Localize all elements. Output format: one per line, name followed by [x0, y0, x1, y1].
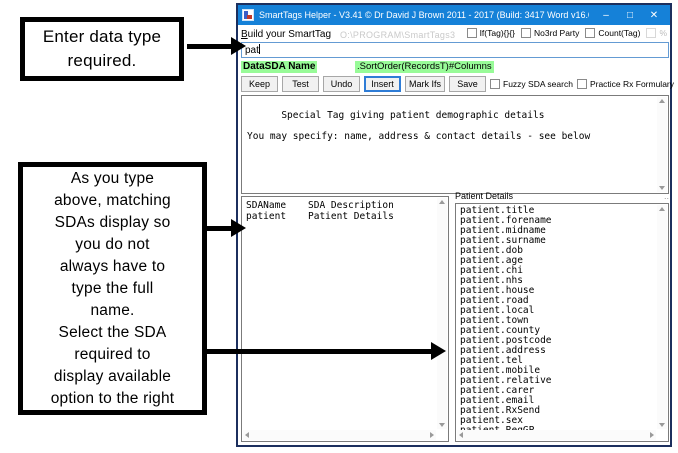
window-controls: – □ ✕: [594, 10, 666, 21]
panel-dots: ..: [663, 191, 669, 201]
patient-field-item[interactable]: patient.mobile: [460, 365, 541, 376]
mark-ifs-button[interactable]: Mark Ifs: [405, 76, 446, 92]
scroll-right-icon[interactable]: [430, 432, 434, 438]
patient-field-item[interactable]: patient.road: [460, 295, 529, 306]
text-caret: [258, 44, 260, 54]
patient-field-item[interactable]: patient.surname: [460, 235, 546, 246]
checkbox-practice-box[interactable]: [576, 79, 587, 89]
insert-button[interactable]: Insert: [364, 76, 401, 92]
toolbar: Keep Test Undo Insert Mark Ifs Save Fuzz…: [241, 75, 674, 93]
patient-field-item[interactable]: patient.RxSend: [460, 405, 541, 416]
patient-field-item[interactable]: patient.town: [460, 315, 529, 326]
scroll-down-icon[interactable]: [659, 186, 665, 190]
patient-field-item[interactable]: patient.postcode: [460, 335, 552, 346]
titlebar: SmartTags Helper - V3.41 © Dr David J Br…: [238, 5, 670, 25]
build-your-smarttag-label: Build your SmartTag: [241, 29, 332, 40]
patient-field-item[interactable]: patient.email: [460, 395, 535, 406]
scroll-up-icon[interactable]: [659, 99, 665, 103]
data-sda-name-tag: DataSDA Name: [241, 61, 318, 73]
patient-field-item[interactable]: patient.address: [460, 345, 546, 356]
arrow-to-patient-list: [205, 349, 433, 354]
test-button[interactable]: Test: [282, 76, 319, 92]
smarttags-helper-window: SmartTags Helper - V3.41 © Dr David J Br…: [236, 3, 674, 447]
sda-description-textarea[interactable]: Special Tag giving patient demographic d…: [241, 95, 669, 194]
arrow-to-input: [187, 44, 232, 49]
callout-enter-data-type: Enter data type required.: [20, 17, 184, 81]
checkbox-count-tag[interactable]: Count(Tag): [585, 28, 640, 38]
patient-field-item[interactable]: patient.local: [460, 305, 535, 316]
checkbox-fuzzy-sda-search[interactable]: Fuzzy SDA search: [490, 79, 573, 89]
patient-field-item[interactable]: patient.age: [460, 255, 523, 266]
undo-button[interactable]: Undo: [323, 76, 360, 92]
patient-field-item[interactable]: patient.forename: [460, 215, 552, 226]
percent-checkbox-box: [646, 28, 657, 38]
keep-button[interactable]: Keep: [241, 76, 278, 92]
window-title: SmartTags Helper - V3.41 © Dr David J Br…: [259, 10, 589, 20]
checkbox-practice-rx-formulary[interactable]: Practice Rx Formulary: [576, 79, 674, 89]
scroll-left-icon[interactable]: [459, 432, 463, 438]
scroll-up-icon[interactable]: [439, 200, 445, 204]
minimize-icon[interactable]: –: [603, 9, 609, 21]
arrow-to-sda-list: [205, 226, 233, 231]
patient-field-item[interactable]: patient.title: [460, 205, 535, 216]
patient-field-item[interactable]: patient.house: [460, 285, 535, 296]
checkbox-count-tag-box[interactable]: [585, 28, 596, 38]
patient-list-vscrollbar[interactable]: [657, 205, 667, 429]
patient-list-hscrollbar[interactable]: [457, 430, 656, 440]
checkbox-if-tag[interactable]: If(Tag){}{}: [466, 28, 515, 38]
sort-order-tag: .SortOrder(RecordsT)#Columns: [355, 61, 494, 73]
callout-matching-sdas: As you type above, matching SDAs display…: [18, 162, 207, 415]
patient-field-item[interactable]: patient.carer: [460, 385, 535, 396]
top-checkbox-row: If(Tag){}{} No3rd Party Count(Tag) %: [466, 28, 667, 38]
checkbox-fuzzy-box[interactable]: [490, 79, 501, 89]
maximize-icon[interactable]: □: [626, 9, 634, 21]
patient-field-item[interactable]: patient.midname: [460, 225, 546, 236]
scroll-up-icon[interactable]: [659, 207, 665, 211]
checkbox-if-tag-box[interactable]: [466, 28, 477, 38]
scroll-down-icon[interactable]: [439, 423, 445, 427]
app-icon: [242, 9, 254, 21]
description-scrollbar[interactable]: [657, 97, 667, 192]
patient-field-item[interactable]: patient.chi: [460, 265, 523, 276]
save-button[interactable]: Save: [449, 76, 487, 92]
arrow-to-input-head: [231, 37, 246, 55]
arrow-to-sda-list-head: [231, 219, 246, 237]
percent-label: %: [646, 28, 667, 38]
patient-field-item[interactable]: patient.relative: [460, 375, 552, 386]
scroll-down-icon[interactable]: [659, 423, 665, 427]
checkbox-no3rd-party-box[interactable]: [521, 28, 532, 38]
scroll-left-icon[interactable]: [245, 432, 249, 438]
sda-list-vscrollbar[interactable]: [437, 198, 447, 429]
patient-details-header: Patient Details ..: [455, 191, 669, 201]
sda-list-hscrollbar[interactable]: [243, 430, 436, 440]
program-path-label: O:\PROGRAM\SmartTags3: [340, 30, 456, 40]
checkbox-no3rd-party[interactable]: No3rd Party: [521, 28, 579, 38]
arrow-to-patient-list-head: [431, 342, 446, 360]
patient-field-item[interactable]: patient.tel: [460, 355, 523, 366]
patient-field-item[interactable]: patient.dob: [460, 245, 523, 256]
patient-field-item[interactable]: patient.nhs: [460, 275, 523, 286]
patient-details-label: Patient Details: [455, 191, 514, 201]
scroll-right-icon[interactable]: [650, 432, 654, 438]
patient-field-item[interactable]: patient.sex: [460, 415, 523, 426]
close-icon[interactable]: ✕: [649, 9, 659, 21]
smarttag-input[interactable]: pat: [241, 42, 669, 58]
patient-field-item[interactable]: patient.county: [460, 325, 541, 336]
